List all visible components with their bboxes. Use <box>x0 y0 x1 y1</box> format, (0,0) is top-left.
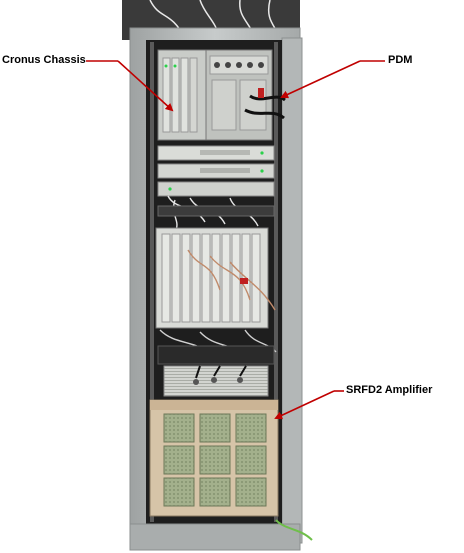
rf-connector-plate <box>163 365 269 397</box>
cronus-chassis-label: Cronus Chassis <box>2 54 86 66</box>
rack-1u-unit-3 <box>157 181 275 197</box>
rack-door <box>281 37 303 544</box>
srfd2-amplifier-label: SRFD2 Amplifier <box>346 384 433 396</box>
rack-1u-unit-2 <box>157 163 275 179</box>
rack-blank-panel <box>157 345 275 365</box>
callout-arrow-pdm-diagonal <box>280 60 361 99</box>
pdm-unit <box>205 49 286 141</box>
callout-arrow-srfd2-diagonal <box>274 390 335 420</box>
ceiling-cables <box>149 0 281 39</box>
srfd2-amplifier-unit <box>149 399 279 517</box>
floor-cable <box>275 519 313 541</box>
rack-rail-left <box>150 42 154 522</box>
callout-arrow-cronus-diagonal <box>117 60 174 112</box>
rack-shelf <box>157 205 275 217</box>
rack-base-plinth <box>129 523 301 551</box>
cronus-chassis-unit <box>157 49 207 141</box>
pdm-label: PDM <box>388 54 413 66</box>
rack-rail-right <box>274 42 278 522</box>
card-cage-chassis <box>155 227 276 329</box>
rack-1u-unit-1 <box>157 145 275 161</box>
